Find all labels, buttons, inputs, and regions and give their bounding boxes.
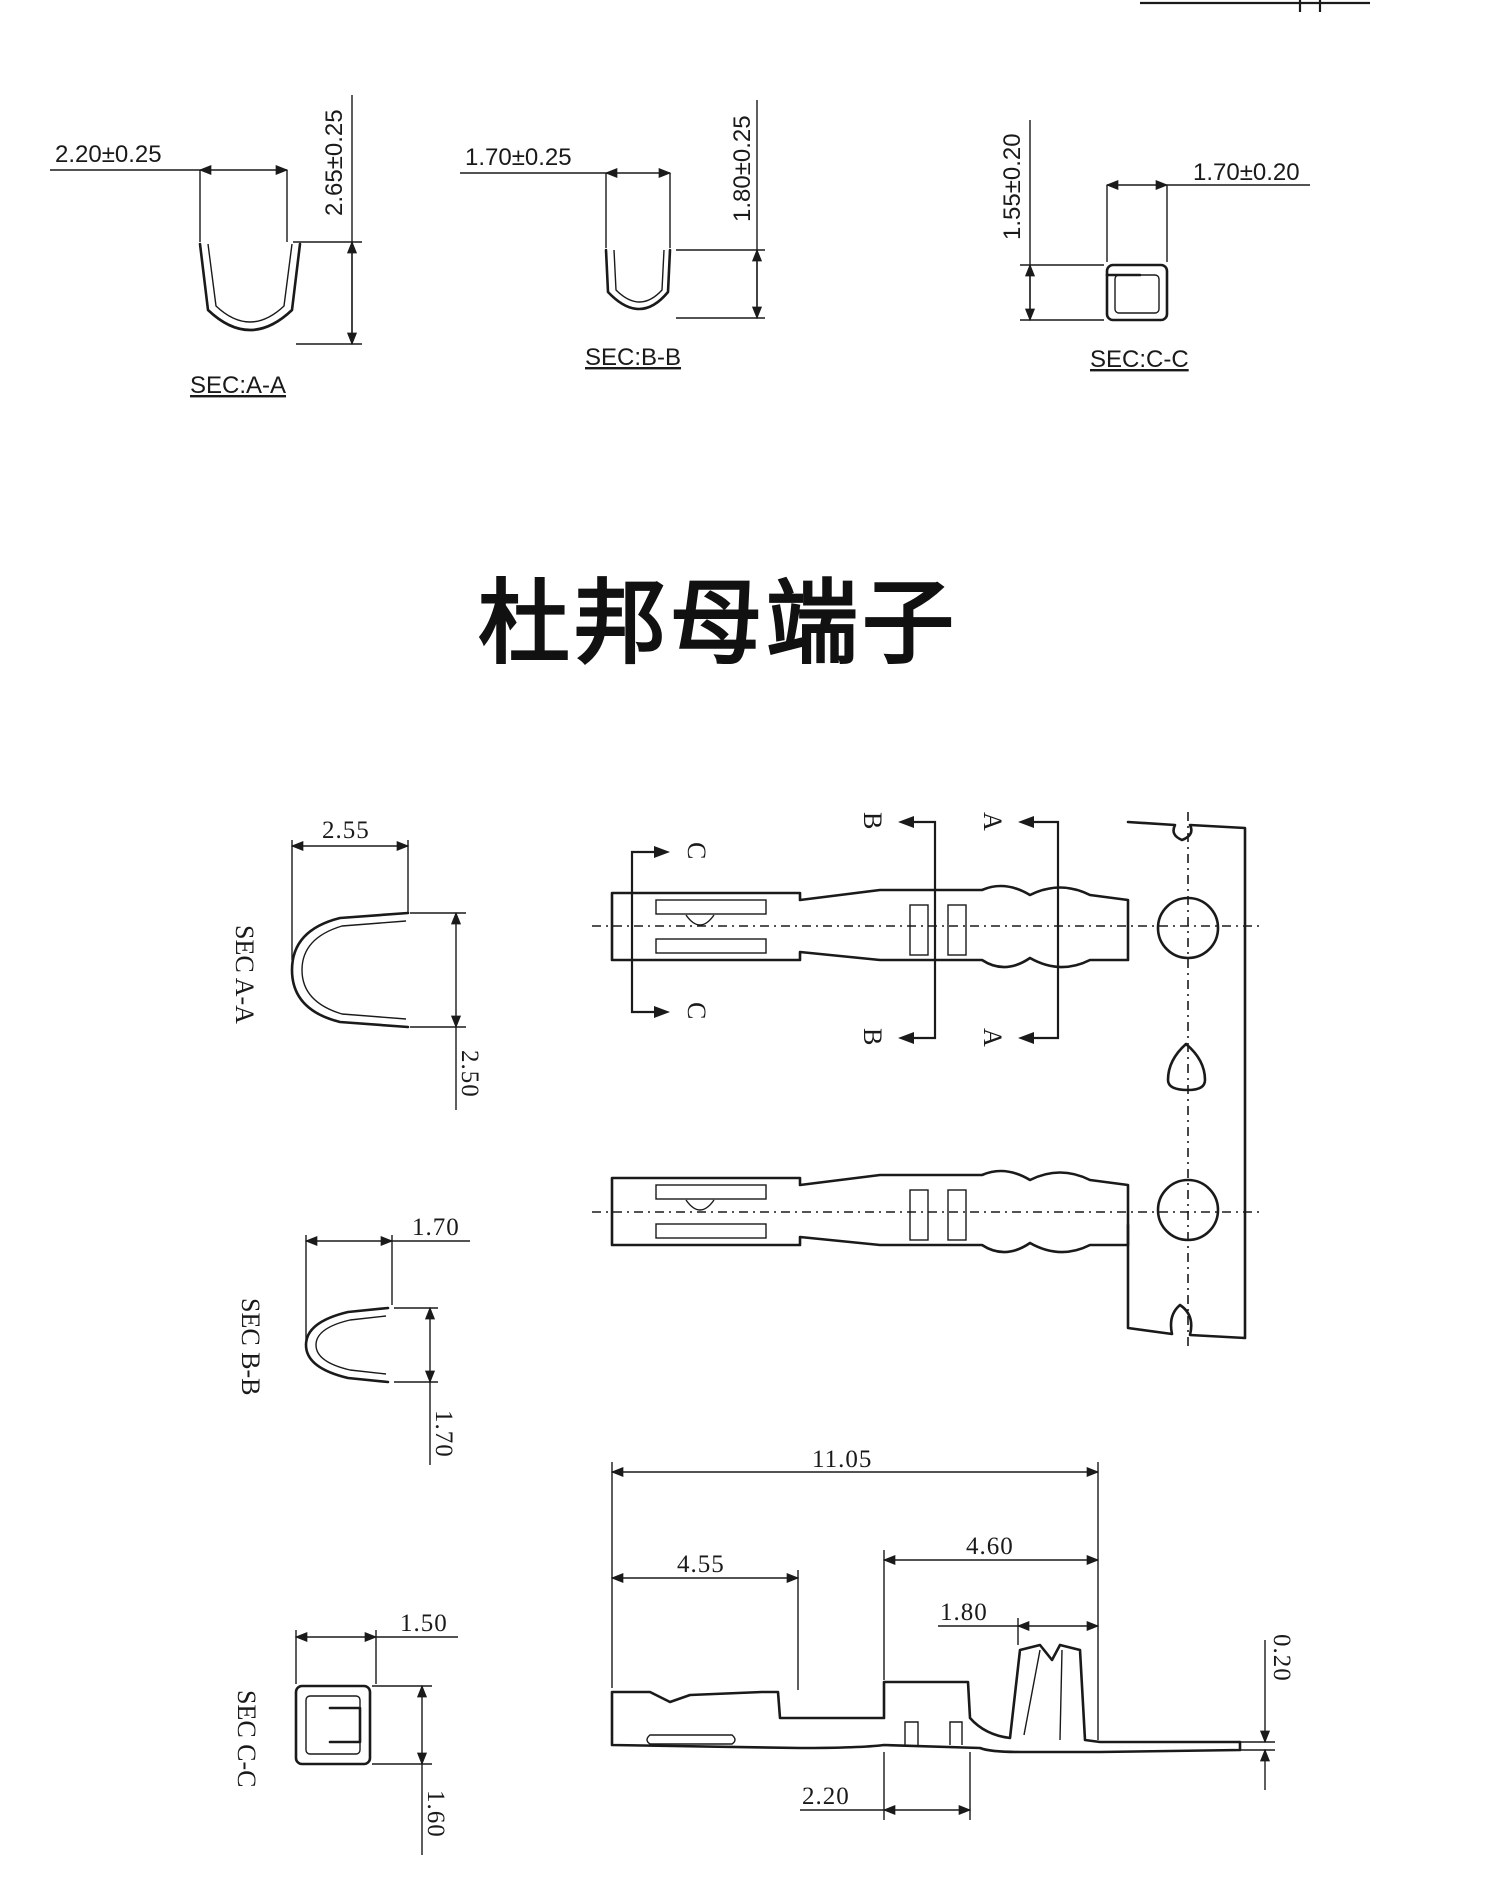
marker-b-bottom: B <box>858 1028 887 1045</box>
left-bb-width: 1.70 <box>412 1214 460 1241</box>
sec-bb-width: 1.70±0.25 <box>465 144 572 171</box>
left-section-aa: 2.55 2.50 SEC A-A <box>230 817 483 1110</box>
left-aa-height: 2.50 <box>456 1050 483 1098</box>
cropped-fragment <box>1140 0 1370 12</box>
left-aa-label: SEC A-A <box>230 925 259 1024</box>
top-section-cc: 1.70±0.20 1.55±0.20 SEC:C-C <box>999 120 1310 373</box>
left-aa-width: 2.55 <box>322 817 370 844</box>
left-section-bb: 1.70 1.70 SEC B-B <box>236 1214 470 1465</box>
sec-aa-height: 2.65±0.25 <box>321 109 348 216</box>
top-section-aa: 2.20±0.25 2.65±0.25 SEC:A-A <box>50 95 362 399</box>
dim-rear: 4.60 <box>966 1533 1014 1560</box>
sec-cc-label: SEC:C-C <box>1090 346 1189 373</box>
left-cc-width: 1.50 <box>400 1610 448 1637</box>
sec-bb-label: SEC:B-B <box>585 344 681 371</box>
left-cc-label: SEC C-C <box>232 1690 261 1788</box>
dim-crimp: 1.80 <box>940 1599 988 1626</box>
marker-b-top: B <box>858 812 887 829</box>
sec-aa-label: SEC:A-A <box>190 372 286 399</box>
left-cc-height: 1.60 <box>422 1790 449 1838</box>
sec-cc-height: 1.55±0.20 <box>999 133 1026 240</box>
left-bb-label: SEC B-B <box>236 1298 265 1396</box>
page-title: 杜邦母端子 <box>478 570 958 677</box>
marker-a-bottom: A <box>978 1028 1007 1047</box>
dim-overall: 11.05 <box>812 1446 872 1473</box>
sec-bb-height: 1.80±0.25 <box>729 115 756 222</box>
marker-c-bottom: C <box>682 1002 711 1019</box>
marker-c-top: C <box>682 842 711 859</box>
sec-aa-width: 2.20±0.25 <box>55 141 162 168</box>
left-section-cc: 1.50 1.60 SEC C-C <box>232 1610 458 1855</box>
terminal-side-view: 11.05 4.55 4.60 1.80 2.20 0.20 <box>610 1446 1295 1820</box>
sec-cc-width: 1.70±0.20 <box>1193 159 1300 186</box>
left-bb-height: 1.70 <box>430 1410 457 1458</box>
terminal-strip-top-view: C C B B A A <box>592 812 1260 1350</box>
marker-a-top: A <box>978 812 1007 831</box>
dim-front: 4.55 <box>677 1551 725 1578</box>
dim-thickness: 0.20 <box>1268 1634 1295 1682</box>
dim-middle: 2.20 <box>802 1783 850 1810</box>
top-section-bb: 1.70±0.25 1.80±0.25 SEC:B-B <box>460 100 765 371</box>
